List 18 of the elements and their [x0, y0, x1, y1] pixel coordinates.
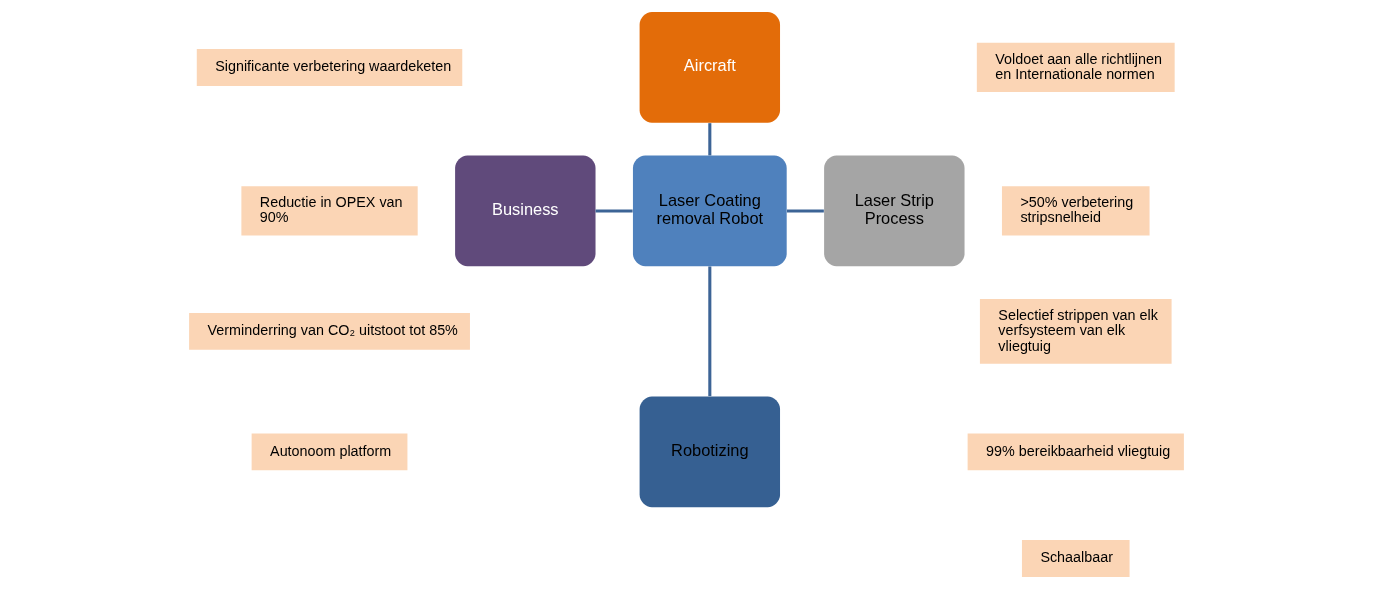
node-box: Schaalbaar: [1021, 540, 1130, 577]
node-box: Robotizing: [639, 396, 781, 508]
connector: [708, 123, 712, 156]
node-box: Laser Strip Process: [824, 155, 965, 267]
node-box: Aircraft: [639, 12, 781, 123]
node-box: Verminderring van CO₂ uitstoot tot 85%: [189, 312, 470, 350]
node-box: Autonoom platform: [251, 433, 408, 471]
node-box: 99% bereikbaarheid vliegtuig: [967, 433, 1184, 471]
node-box: Voldoet aan alle richtlijnen en Internationale normen: [976, 42, 1175, 93]
connector: [786, 209, 824, 213]
connector: [708, 266, 712, 397]
node-box: Reductie in OPEX van 90%: [241, 186, 418, 236]
node-box: Business: [455, 155, 596, 267]
node-box: Significante verbetering waardeketen: [196, 49, 463, 86]
node-box: >50% verbetering stripsnelheid: [1001, 186, 1150, 236]
connector: [595, 209, 633, 213]
node-box: Selectief strippen van elk verfsysteem van elk vliegtuig: [979, 299, 1172, 364]
node-box: Laser Coating removal Robot: [632, 155, 787, 267]
